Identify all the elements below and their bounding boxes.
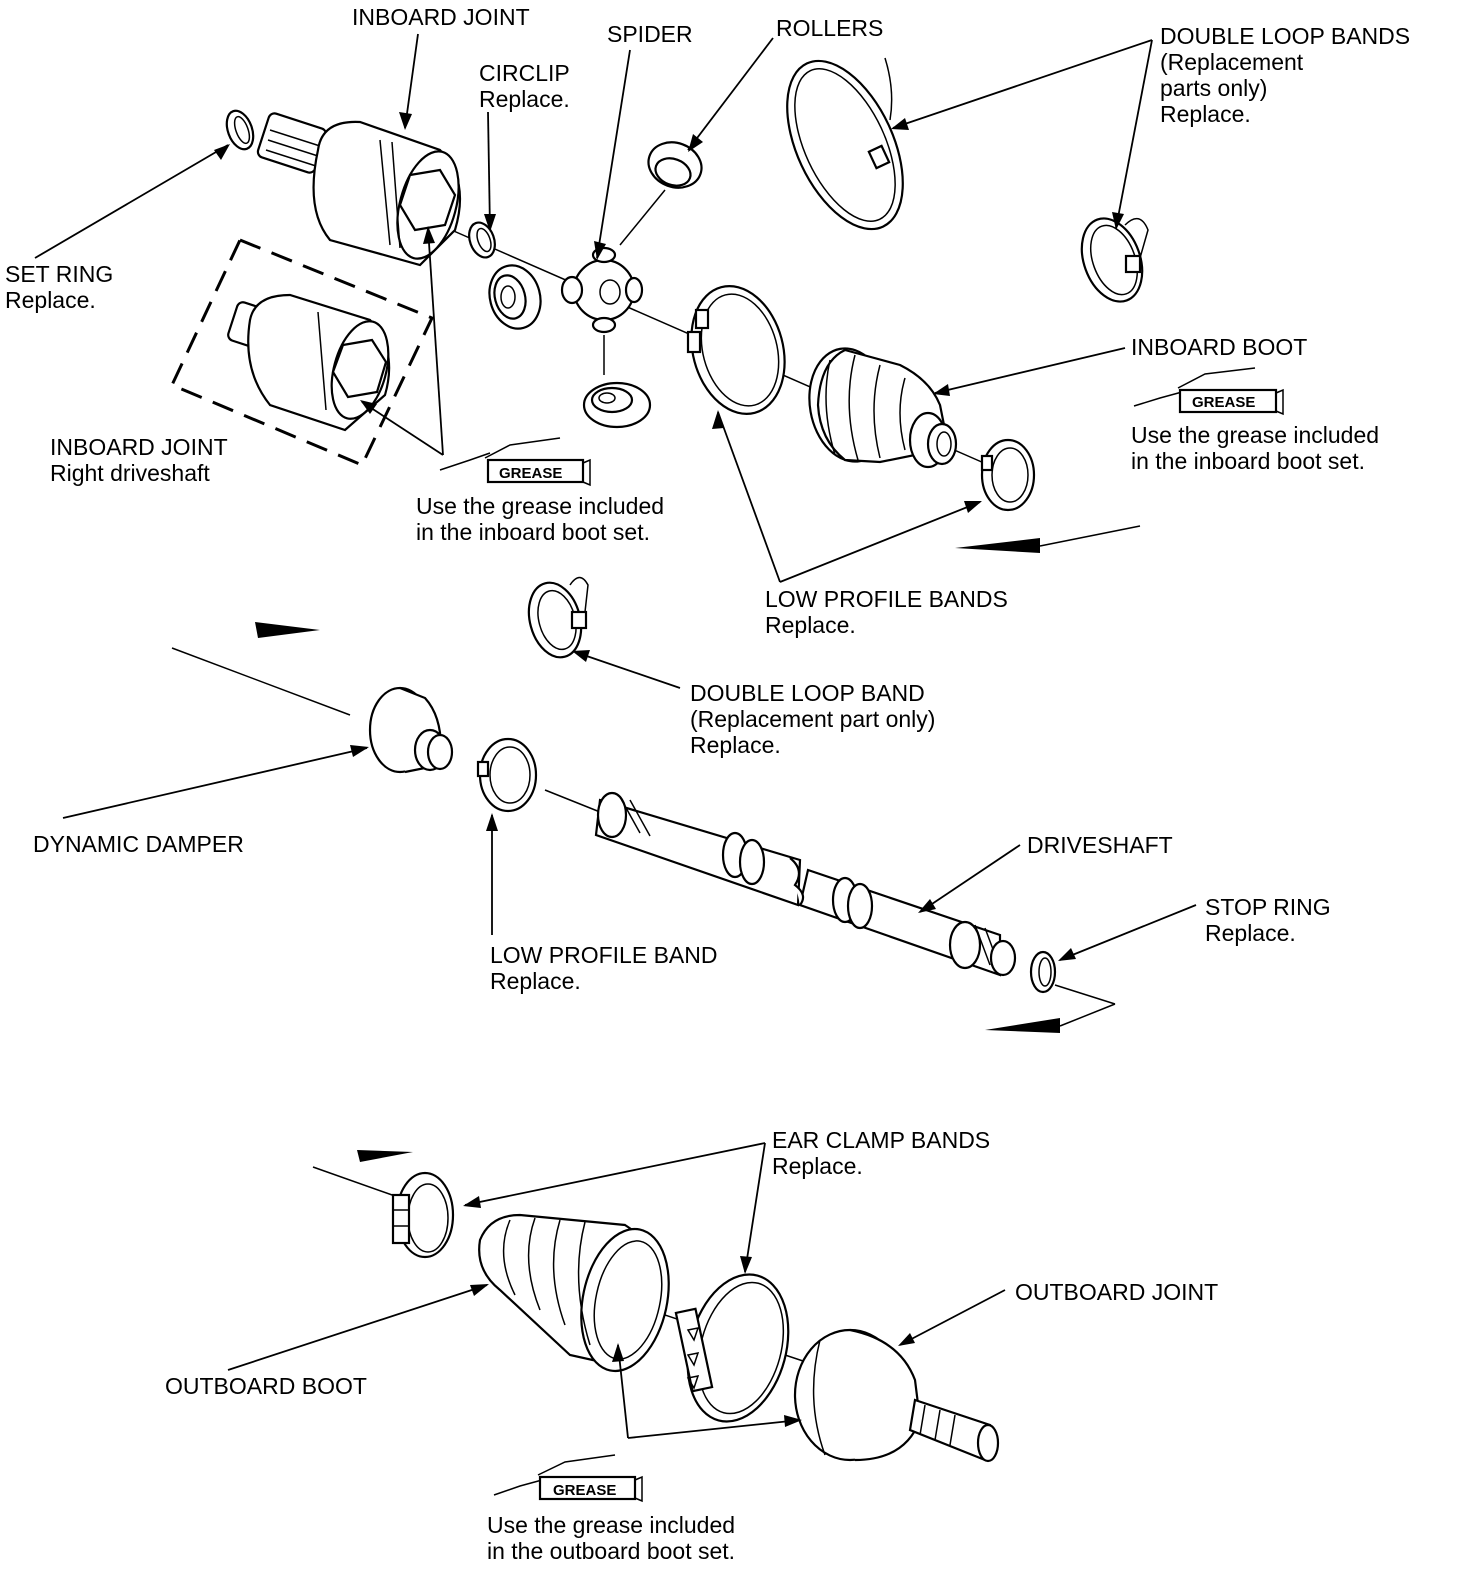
leader-arrowheads-mid — [350, 650, 1076, 961]
label-double-loop-band: DOUBLE LOOP BAND (Replacement part only)… — [690, 680, 936, 758]
continuation-line-mid-out — [1054, 984, 1116, 1005]
spider — [560, 189, 666, 375]
svg-text:GREASE: GREASE — [499, 465, 562, 482]
circlip — [468, 221, 496, 259]
label-driveshaft: DRIVESHAFT — [1027, 832, 1173, 858]
continuation-arrow-top — [955, 538, 1040, 553]
grease-tube-icon-bottom: GREASE — [493, 1454, 643, 1503]
grease-tube-icon-left: GREASE — [439, 437, 591, 487]
outboard-joint — [793, 1328, 1000, 1463]
ear-clamp-band-large — [674, 1273, 790, 1423]
label-double-loop-bands: DOUBLE LOOP BANDS (Replacement parts onl… — [1160, 23, 1411, 127]
stop-ring — [1029, 950, 1057, 994]
double-loop-band-large — [786, 57, 904, 231]
label-inboard-boot: INBOARD BOOT — [1131, 334, 1308, 360]
continuation-arrow-mid-out — [985, 1018, 1060, 1033]
roller-left — [488, 264, 542, 330]
inboard-joint-right-driveshaft — [169, 238, 435, 467]
roller-bottom — [582, 381, 652, 429]
label-inboard-joint: INBOARD JOINT — [352, 4, 530, 30]
continuation-line-mid-out-2 — [1059, 1003, 1116, 1027]
set-ring — [225, 109, 255, 151]
inboard-joint — [256, 112, 462, 267]
double-loop-band-small — [1080, 217, 1149, 303]
inboard-boot — [808, 347, 958, 469]
svg-text:GREASE: GREASE — [1192, 394, 1255, 411]
low-profile-band-mid — [476, 737, 538, 813]
leader-arrowheads-top — [214, 112, 1124, 513]
low-profile-band-small — [980, 438, 1036, 512]
grease-tube-icon-right: GREASE — [1133, 367, 1284, 416]
outboard-boot — [478, 1213, 670, 1373]
continuation-line-bottom — [312, 1166, 396, 1197]
continuation-arrow-bottom — [357, 1150, 413, 1162]
label-rollers: ROLLERS — [776, 15, 884, 41]
svg-text:GREASE: GREASE — [553, 1482, 616, 1499]
leader-lines-mid — [62, 651, 1197, 961]
low-profile-band-large — [686, 285, 786, 415]
label-outboard-boot: OUTBOARD BOOT — [165, 1373, 367, 1399]
label-outboard-joint: OUTBOARD JOINT — [1015, 1279, 1219, 1305]
axis-line-mid — [544, 789, 601, 813]
leader-lines-top — [34, 33, 1153, 583]
ear-clamp-band-small — [391, 1171, 455, 1259]
continuation-line-mid — [171, 647, 351, 716]
label-dynamic-damper: DYNAMIC DAMPER — [33, 831, 244, 857]
dynamic-damper — [368, 686, 454, 774]
continuation-arrow-mid-in — [255, 622, 320, 638]
roller-top — [647, 141, 703, 189]
double-loop-band-mid — [527, 576, 589, 659]
driveshaft — [594, 791, 1017, 977]
leader-lines-bottom — [227, 1142, 1006, 1439]
continuation-line-top — [1039, 525, 1141, 547]
leader-arrowheads-bottom — [463, 1196, 915, 1427]
label-spider: SPIDER — [607, 21, 693, 47]
